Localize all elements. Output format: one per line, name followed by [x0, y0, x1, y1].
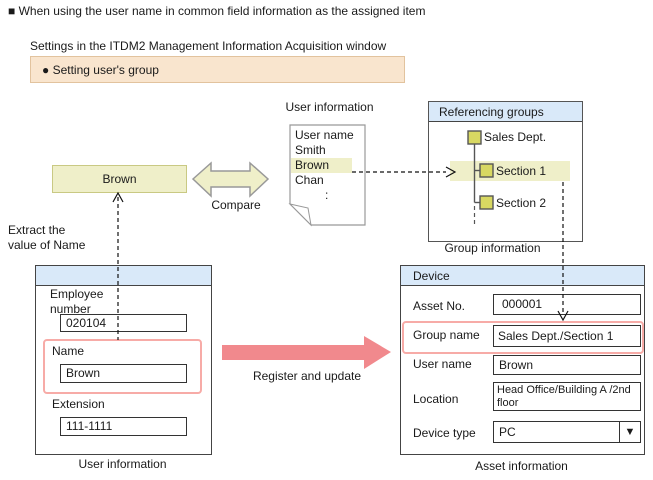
device-type-dropdown[interactable]: PC ▼	[493, 421, 641, 443]
asset-form-caption: Asset information	[475, 459, 568, 473]
device-type-value: PC	[499, 425, 516, 439]
group-name-field[interactable]: Sales Dept./Section 1	[493, 325, 641, 347]
user-list-row-brown-highlighted: Brown	[291, 158, 352, 173]
user-list-row-smith: Smith	[295, 143, 326, 157]
chevron-down-icon: ▼	[624, 426, 636, 438]
dropdown-arrow-button[interactable]: ▼	[619, 422, 640, 442]
user-list-header: User name	[295, 128, 354, 142]
compare-double-arrow-icon	[191, 161, 270, 198]
user-list-title: User information	[285, 100, 374, 114]
employee-number-field[interactable]: 020104	[60, 314, 187, 332]
tree-item-section1[interactable]: Section 1	[496, 164, 547, 178]
user-list-document-text: User name Smith Brown Chan :	[291, 128, 364, 203]
user-form-header	[36, 266, 211, 286]
extract-label: Extract the value of Name	[8, 223, 86, 252]
compare-label: Compare	[211, 198, 261, 212]
group-information-caption: Group information	[444, 241, 541, 255]
register-update-label: Register and update	[252, 369, 362, 383]
tree-item-sales-dept[interactable]: Sales Dept.	[484, 130, 547, 144]
name-field-highlight	[43, 339, 202, 394]
settings-subtitle: Settings in the ITDM2 Management Informa…	[30, 39, 387, 53]
setting-users-group-banner: ● Setting user's group	[30, 56, 405, 83]
user-list-ellipsis: :	[325, 188, 329, 202]
user-name-field[interactable]: Brown	[493, 355, 641, 375]
page-title: ■ When using the user name in common fie…	[8, 4, 426, 18]
arrowhead-up-icon	[112, 191, 124, 203]
user-form-caption: User information	[78, 457, 167, 471]
name-label: Name	[52, 344, 85, 358]
document-fold-icon	[288, 203, 312, 227]
location-label: Location	[413, 392, 459, 406]
tree-item-section2[interactable]: Section 2	[496, 196, 547, 210]
asset-no-label: Asset No.	[413, 299, 466, 313]
brown-value-tag: Brown	[52, 165, 187, 193]
user-list-row-chan: Chan	[295, 173, 324, 187]
location-field[interactable]: Head Office/Building A /2nd floor	[493, 382, 641, 411]
register-update-arrow-icon	[222, 336, 391, 369]
referencing-groups-header: Referencing groups	[429, 102, 582, 122]
asset-form-header: Device	[401, 266, 644, 286]
extension-field[interactable]: 111-1111	[60, 417, 187, 436]
employee-number-label: Employee number	[50, 287, 104, 316]
user-name-label: User name	[413, 357, 472, 371]
device-type-label: Device type	[413, 426, 476, 440]
name-field[interactable]: Brown	[60, 364, 187, 383]
group-name-highlight	[402, 321, 644, 354]
group-name-label: Group name	[413, 328, 480, 342]
asset-no-field[interactable]: 000001	[493, 294, 641, 315]
extension-label: Extension	[52, 397, 105, 411]
